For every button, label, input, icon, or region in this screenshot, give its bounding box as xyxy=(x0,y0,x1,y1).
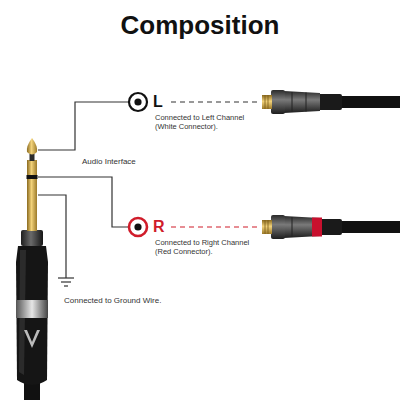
left-dashed-line xyxy=(171,101,260,102)
tip-wire xyxy=(38,102,128,150)
ground-symbol xyxy=(58,278,74,286)
left-rca-connector xyxy=(262,90,400,114)
ground-label: Connected to Ground Wire. xyxy=(64,296,161,306)
right-dashed-line xyxy=(171,226,260,227)
interface-label: Audio Interface xyxy=(82,157,136,167)
channel-note: Connected to Left Channel (White Connect… xyxy=(155,113,259,132)
channel-note: Connected to Right Channel (Red Connecto… xyxy=(155,238,259,257)
left-rca-symbol xyxy=(129,93,147,111)
wire-lines xyxy=(38,102,128,278)
jack-plug xyxy=(16,138,48,400)
channel-letter: L xyxy=(153,92,163,112)
channel-letter: R xyxy=(153,217,165,237)
right-rca-connector xyxy=(262,215,400,239)
diagram-title: Composition xyxy=(0,10,400,41)
right-rca-symbol xyxy=(129,218,147,236)
ring-wire xyxy=(38,177,128,227)
